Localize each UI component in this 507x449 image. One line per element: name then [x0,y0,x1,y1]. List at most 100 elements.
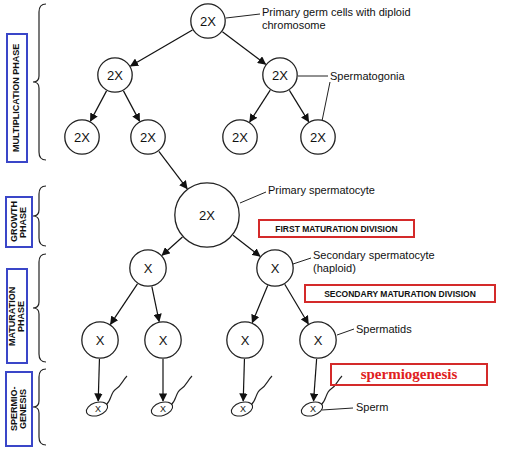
phase-brace [33,369,46,445]
chromosome-label: 2X [107,68,123,83]
phase-box: MATURATION PHASE [6,268,28,364]
circle-outline [257,250,293,286]
phase-label: MATURATION PHASE [8,270,27,362]
cell-circle: 2X [130,119,166,155]
cell-circle: X [129,249,167,287]
arrow-connector [123,91,139,121]
arrow-connector [159,151,187,188]
phase-box: SPERMIO- GENESIS [5,371,33,447]
callout-label: Primary germ cells with diploid chromoso… [262,6,412,31]
callout-label: Primary spermatocyte [268,184,388,197]
division-box: SECONDARY MATURATION DIVISION [304,284,496,303]
cell-circle: 2X [174,182,240,248]
circle-outline [191,4,225,38]
sperm-head [230,399,255,418]
callout-label: Spermatids [356,323,436,336]
phase-label: SPERMIO- GENESIS [10,373,29,445]
phase-brace [33,186,46,246]
arrow-connector [289,90,308,121]
leader-line [226,14,260,18]
callout-label: Secondary spermatocyte (haploid) [313,249,443,274]
cell-circle: X [81,321,119,359]
arrow-connector [98,359,99,401]
circle-outline [300,322,336,358]
sperm-tail [106,376,127,405]
leader-line [240,192,266,203]
arrow-connector [111,284,138,324]
cell-circle: 2X [300,119,336,155]
chromosome-label: 2X [74,130,90,145]
arrow-connector [252,286,267,323]
phase-label: spermiogenesis [361,366,458,383]
leader-line [337,329,354,335]
leader-line [293,258,311,264]
sperm-head [85,399,110,418]
circle-outline [145,322,181,358]
callout-label: Spermatogonia [330,70,430,83]
cell-circle: X [226,321,264,359]
arrow-connector [233,235,260,256]
phase-label: MULTIPLICATION PHASE [12,44,21,152]
circle-outline [223,120,257,154]
chromosome-label: X [240,404,246,414]
division-box: FIRST MATURATION DIVISION [258,219,415,238]
chromosome-label: 2X [199,208,215,223]
chromosome-label: X [144,261,153,276]
cell-circle: 2X [190,3,226,39]
phase-label: GROWTH PHASE [10,198,29,246]
chromosome-label: 2X [272,68,288,83]
arrow-connector [162,237,182,255]
phase-brace [33,4,46,160]
arrow-connector [152,287,159,322]
circle-outline [82,322,118,358]
circle-outline [301,120,335,154]
leader-line [322,408,353,410]
chromosome-label: X [314,333,323,348]
chromosome-label: X [271,261,280,276]
circle-outline [131,120,165,154]
chromosome-label: X [96,333,105,348]
arrow-connector [131,30,193,66]
arrow-connector [243,359,244,401]
phase-box: MULTIPLICATION PHASE [6,33,28,163]
chromosome-label: X [160,404,166,414]
arrow-connector [162,359,163,401]
arrow-connector [222,32,265,64]
cell-circle: 2X [222,119,258,155]
sperm-head [150,399,175,418]
circle-outline [175,183,239,247]
sperm-cell: X [231,401,255,416]
cell-circle: X [299,321,337,359]
arrow-connector [285,284,309,323]
cell-circle: X [144,321,182,359]
chromosome-label: X [95,404,101,414]
phase-brace [33,254,46,362]
sperm-tail [171,376,192,405]
arrow-connector [250,90,270,122]
cell-circle: 2X [97,57,133,93]
chromosome-label: X [241,333,250,348]
phase-box: GROWTH PHASE [5,196,33,248]
chromosome-label: 2X [232,130,248,145]
sperm-cell: X [86,401,110,416]
chromosome-label: 2X [310,130,326,145]
cell-circle: X [256,249,294,287]
arrow-connector [90,91,106,121]
sperm-tail [251,376,272,405]
cell-circle: 2X [64,119,100,155]
circle-outline [65,120,99,154]
circle-outline [227,322,263,358]
circle-outline [130,250,166,286]
circle-outline [263,58,297,92]
sperm-head [300,399,325,418]
leader-line [322,82,330,121]
leader-line [298,76,328,77]
chromosome-label: X [310,404,316,414]
sperm-cell: X [151,401,175,416]
phase-label: FIRST MATURATION DIVISION [275,224,397,234]
chromosome-label: 2X [200,14,216,29]
cell-circle: 2X [262,57,298,93]
callout-label: Sperm [356,401,416,414]
